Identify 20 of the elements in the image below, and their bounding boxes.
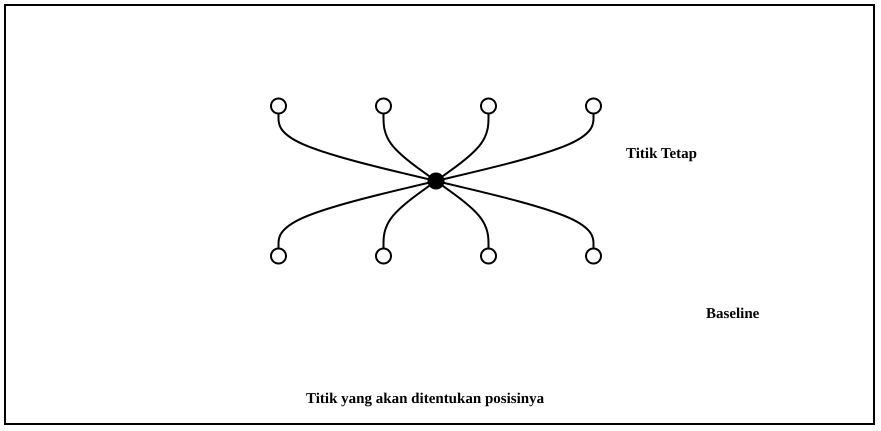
connector — [443, 182, 594, 248]
connector — [382, 184, 430, 248]
node-circle — [480, 248, 497, 264]
label-text: Titik yang akan ditentukan posisinya — [306, 391, 544, 408]
label-text: Titik Tetap — [626, 146, 698, 163]
label-text: Baseline — [706, 306, 760, 323]
node-circle — [585, 248, 602, 264]
connector — [443, 114, 594, 180]
node-circle — [480, 98, 497, 114]
node-circle — [270, 98, 287, 114]
node-circle — [428, 172, 444, 190]
connector — [382, 114, 430, 178]
node-circle — [375, 98, 392, 114]
node-circle — [375, 248, 392, 264]
connector — [278, 114, 429, 180]
node-circle — [585, 98, 602, 114]
connector — [442, 114, 490, 178]
connector — [442, 184, 490, 248]
node-circle — [270, 248, 287, 264]
connector — [278, 182, 429, 248]
